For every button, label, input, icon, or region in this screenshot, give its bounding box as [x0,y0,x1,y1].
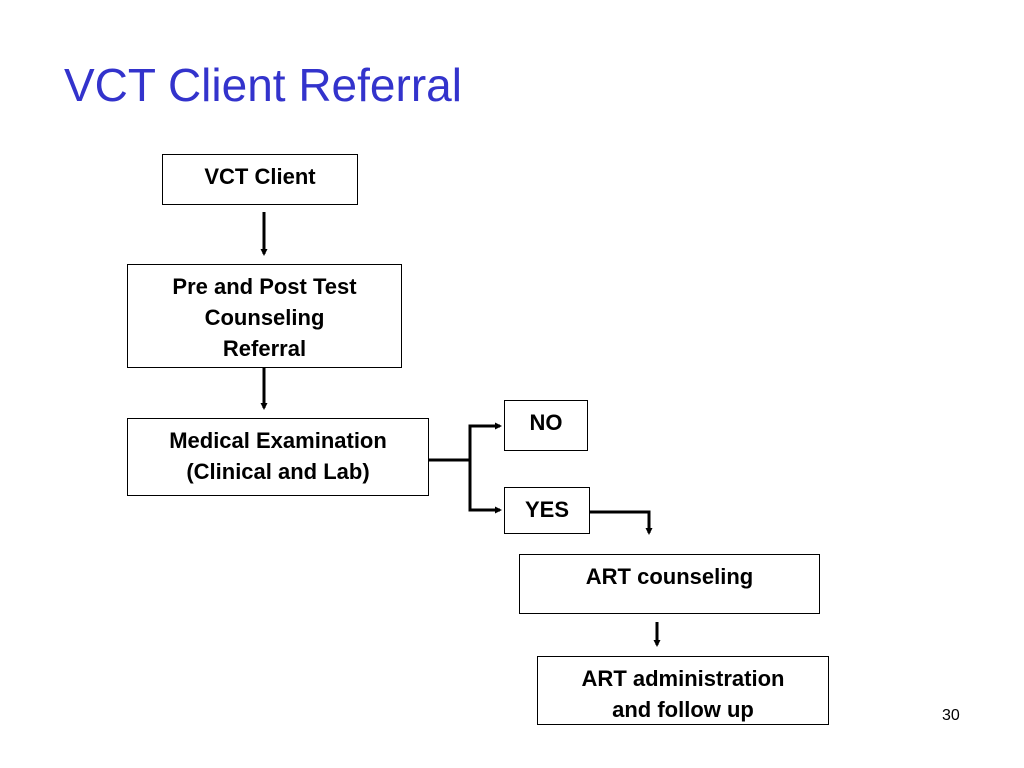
art-counseling-box: ART counseling [519,554,820,614]
medical-examination-line-1: Medical Examination [169,428,387,453]
arrow-exam-to-no [468,422,502,510]
no-label: NO [529,410,563,435]
vct-client-label: VCT Client [204,164,316,189]
medical-examination-line-2: (Clinical and Lab) [186,459,370,484]
art-administration-line-1: ART administration [581,666,785,691]
page-number: 30 [942,707,960,724]
counseling-label-line-2: Counseling [204,305,325,330]
slide-title: VCT Client Referral [64,59,462,111]
arrow-yes-to-art-counseling [590,510,653,535]
arrow-exam-to-yes [468,460,502,514]
art-counseling-label: ART counseling [585,564,754,589]
counseling-box: Pre and Post Test Counseling Referral [127,264,402,368]
vct-client-box: VCT Client [162,154,358,205]
yes-label: YES [524,497,570,522]
no-box: NO [504,400,588,451]
yes-box: YES [504,487,590,534]
counseling-label-line-3: Referral [222,336,307,361]
medical-examination-box: Medical Examination (Clinical and Lab) [127,418,429,496]
counseling-label-line-1: Pre and Post Test [172,274,357,299]
art-administration-box: ART administration and follow up [537,656,829,725]
art-administration-line-2: and follow up [612,697,754,722]
